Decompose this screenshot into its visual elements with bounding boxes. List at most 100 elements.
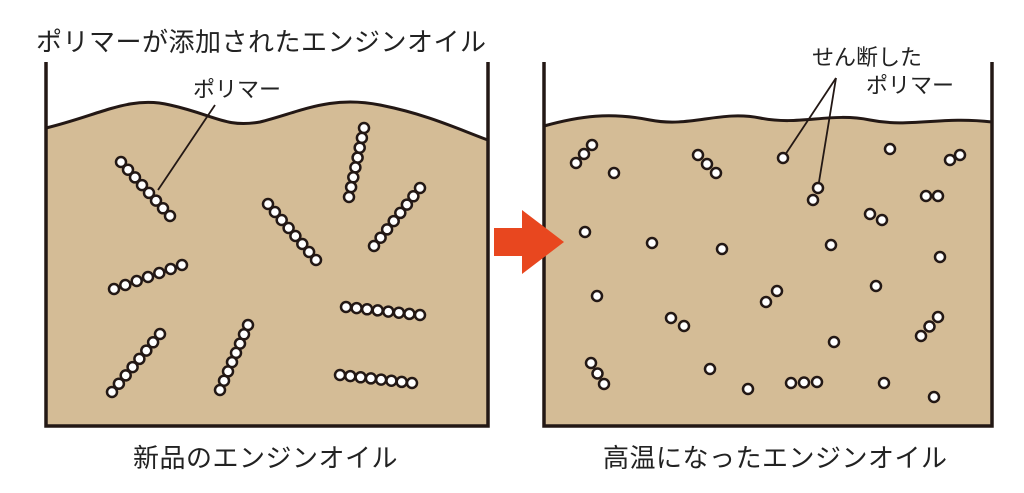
right-oil	[544, 115, 992, 427]
polymer-bead	[302, 245, 316, 259]
left-container-walls	[44, 62, 490, 428]
sheared-polymer-fragment	[591, 367, 604, 380]
polymer-bead	[282, 221, 295, 235]
sheared-polymer-fragment	[953, 148, 967, 162]
polymer-bead	[261, 197, 275, 211]
polymer-bead	[339, 300, 353, 314]
polymer-bead	[367, 239, 381, 253]
polymer-bead	[133, 352, 146, 366]
polymer-bead	[407, 190, 420, 203]
polymer-monomer-bead	[824, 238, 838, 252]
polymer-bead	[112, 377, 126, 390]
sheared-leader-line-2	[817, 77, 837, 189]
sheared-polymer-fragment	[923, 320, 936, 333]
polymer-monomer-bead	[933, 250, 947, 264]
polymer-bead	[385, 374, 398, 387]
sheared-polymer-fragment	[677, 319, 691, 333]
sheared-polymer-fragment	[577, 147, 591, 161]
polymer-bead	[371, 304, 384, 317]
sheared-polymer-fragment	[806, 193, 820, 207]
polymer-monomer-bead	[883, 142, 897, 156]
polymer-bead	[289, 229, 302, 243]
polymer-monomer-bead	[607, 166, 621, 180]
polymer-bead	[357, 121, 371, 135]
polymer-monomer-bead	[877, 376, 891, 390]
polymer-leader-line	[157, 104, 216, 191]
polymer-monomer-bead	[703, 362, 717, 376]
polymer-monomer-bead	[645, 236, 659, 250]
sheared-polymer-fragment	[797, 376, 811, 389]
polymer-bead	[387, 214, 400, 228]
polymer-bead	[141, 270, 155, 284]
polymer-bead	[400, 198, 414, 211]
sheared-polymer-fragment	[914, 329, 928, 343]
polymer-bead	[119, 278, 132, 292]
polymer-bead	[374, 373, 388, 386]
polymer-bead	[140, 344, 153, 357]
polymer-bead	[395, 375, 408, 389]
sheared-leader-line-1	[784, 77, 837, 156]
left-title: ポリマーが添加されたエンジンオイル	[36, 28, 487, 58]
polymer-bead	[146, 336, 160, 349]
polymer-bead	[309, 253, 323, 267]
left-container	[44, 62, 490, 428]
polymer-bead	[175, 258, 189, 272]
polymer-bead	[128, 171, 142, 184]
sheared-polymer-fragment	[709, 166, 723, 180]
polymer-monomer-bead	[715, 242, 729, 256]
transition-arrow	[494, 210, 564, 274]
polymer-bead	[382, 305, 395, 318]
sheared-polymer-fragment	[875, 213, 889, 227]
polymer-bead	[374, 231, 387, 244]
polymer-bead	[354, 371, 367, 384]
polymer-monomer-bead	[741, 382, 755, 396]
polymer-bead	[413, 181, 427, 195]
polymer-bead	[351, 151, 364, 164]
left-caption: 新品のエンジンオイル	[133, 444, 399, 474]
polymer-bead	[105, 385, 119, 399]
polymer-monomer-bead	[927, 390, 941, 404]
sheared-polymer-fragment	[584, 356, 598, 370]
polymer-bead	[355, 131, 369, 145]
polymer-bead	[153, 266, 166, 280]
polymer-bead	[353, 141, 366, 154]
polymer-bead	[333, 368, 347, 382]
sheared-polymer-fragment	[811, 181, 825, 195]
polymer-bead	[107, 282, 121, 296]
polymer-bead	[350, 301, 363, 315]
polymer-bead	[156, 202, 170, 215]
polymer-bead	[344, 180, 358, 194]
polymer-bead	[119, 369, 132, 382]
sheared-polymer-fragment	[931, 310, 945, 324]
sheared-polymer-fragment	[664, 311, 678, 325]
sheared-polymer-fragment	[863, 207, 877, 221]
left-polymer-chains	[105, 121, 427, 399]
polymer-monomer-bead	[590, 289, 604, 303]
left-oil	[46, 101, 488, 426]
polymer-bead	[135, 178, 149, 192]
polymer-bead	[349, 161, 362, 174]
right-sheared-polymers	[569, 138, 967, 404]
polymer-bead	[130, 274, 143, 288]
sheared-polymer-fragment	[770, 284, 784, 298]
polymer-bead	[142, 186, 156, 200]
polymer-bead	[149, 194, 163, 207]
polymer-bead	[394, 206, 407, 220]
polymer-monomer-bead	[776, 151, 790, 165]
polymer-monomer-bead	[827, 335, 841, 349]
polymer-bead	[342, 190, 356, 204]
sheared-polymer-label-line1: せん断した	[812, 46, 923, 71]
polymer-bead	[296, 237, 309, 251]
polymer-monomer-bead	[869, 279, 883, 293]
polymer-bead	[114, 155, 128, 169]
polymer-bead	[364, 372, 378, 385]
sheared-polymer-fragment	[569, 156, 583, 170]
polymer-bead	[360, 303, 374, 316]
polymer-bead	[153, 327, 167, 341]
polymer-bead	[275, 213, 288, 227]
sheared-polymer-fragment	[691, 148, 705, 162]
sheared-polymer-fragment	[759, 295, 773, 309]
polymer-bead	[213, 383, 227, 397]
sheared-polymer-fragment	[784, 376, 798, 390]
